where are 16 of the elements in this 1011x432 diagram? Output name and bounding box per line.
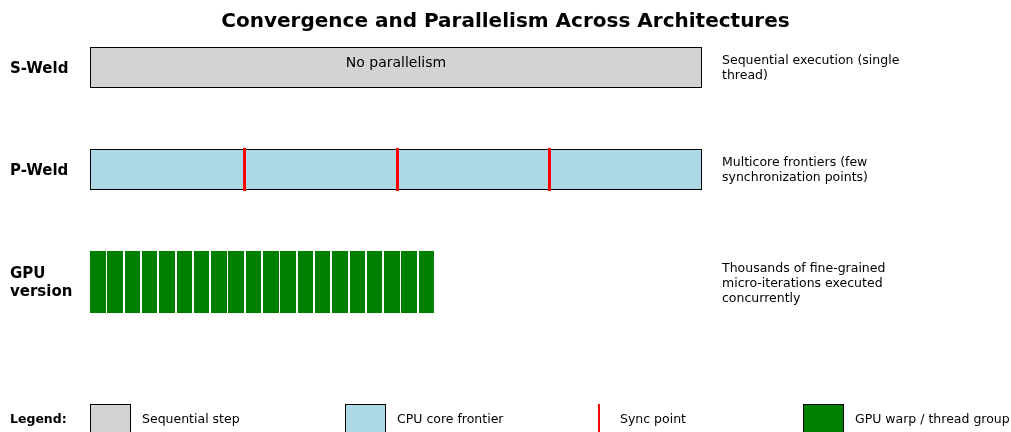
- description: Multicore frontiers (few synchronization points): [722, 154, 869, 184]
- description: Sequential execution (single thread): [722, 52, 901, 82]
- row-label: P-Weld: [10, 160, 70, 179]
- row-label: S-Weld: [10, 58, 70, 77]
- legend-label: CPU core frontier: [397, 411, 504, 426]
- title: Convergence and Parallelism Across Architectures: [220, 8, 791, 32]
- legend-label: Sync point: [620, 411, 686, 426]
- frontier-bar: [90, 149, 702, 190]
- legend-label: GPU warp / thread group: [855, 411, 1010, 426]
- legend-label: Sequential step: [142, 411, 240, 426]
- thread-block-group: [90, 251, 436, 313]
- description: Thousands of fine-grained micro-iterations executed concurrently: [722, 260, 887, 305]
- sequential-bar: [90, 47, 702, 88]
- bar-label: No parallelism: [344, 54, 448, 70]
- row-label: GPU version: [10, 264, 74, 300]
- legend-heading: Legend:: [10, 411, 67, 426]
